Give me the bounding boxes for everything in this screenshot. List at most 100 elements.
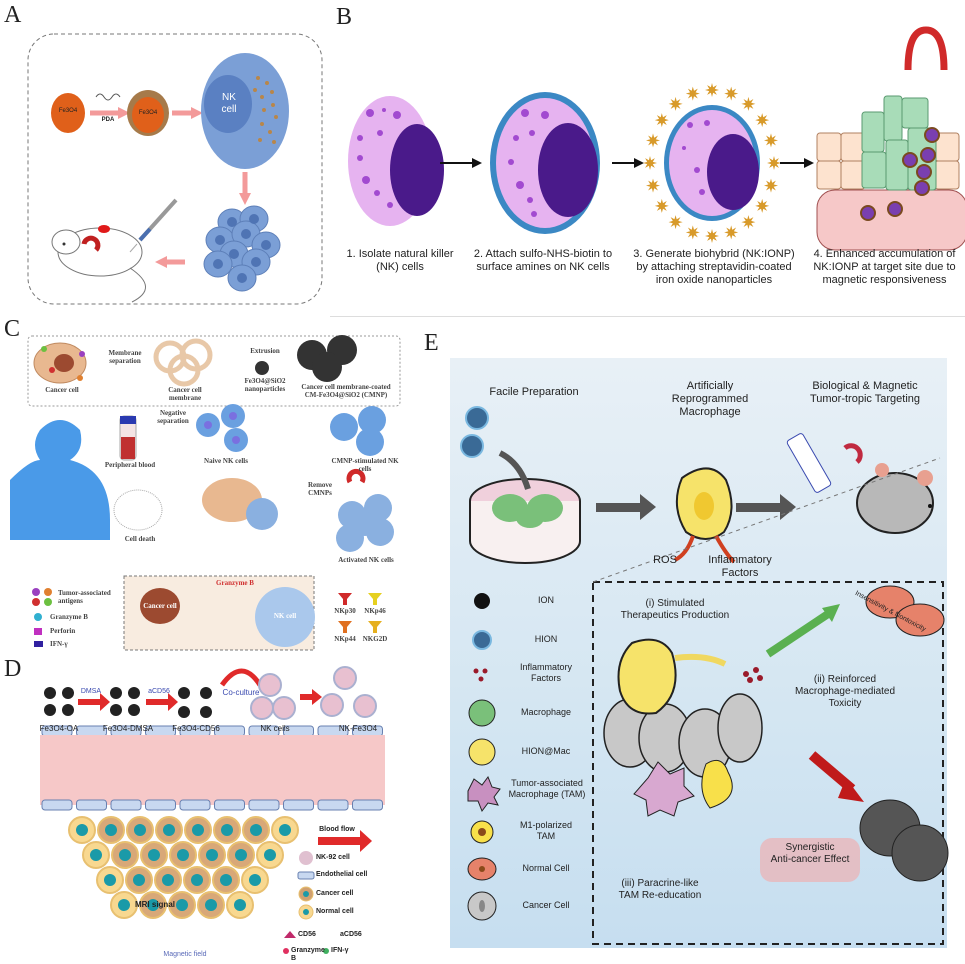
panel-e: Facile Preparation Artificially Reprogra…	[450, 358, 949, 948]
nanoparticle-star	[764, 133, 778, 148]
d-endothelial-bottom	[41, 799, 383, 811]
nanoparticle-star	[767, 156, 781, 170]
c-label-extrusion: Extrusion	[250, 347, 280, 355]
e-normal-cells	[865, 585, 945, 637]
e-legend-hion: HION	[534, 634, 558, 644]
cell-nucleus	[279, 824, 291, 836]
nanoparticle-star	[685, 86, 700, 101]
cell-nucleus	[205, 899, 217, 911]
d-legend-granzyme-icon	[283, 948, 289, 954]
pda-molecule-icon	[95, 93, 121, 101]
d-legend-endo-icon	[297, 871, 315, 880]
e-label-artificially-2: Reprogrammed Macrophage	[671, 393, 749, 419]
b-step4-line1: 4. Enhanced accumulation of	[813, 248, 956, 260]
d-label-nk-fe3o4: NK-Fe3O4	[338, 724, 378, 733]
cell-nucleus	[134, 824, 146, 836]
e-reprogrammed-macrophage	[675, 467, 733, 540]
c-activated-nk-cells	[336, 494, 394, 552]
nanoparticle-star	[685, 225, 700, 240]
nk-cell-cluster	[203, 205, 281, 292]
c-label-peripheral-blood: Peripheral blood	[104, 461, 156, 469]
nanoparticle-star	[755, 198, 770, 213]
iron-oxide-nanoparticles	[643, 83, 781, 243]
e-zoom-line	[592, 457, 941, 583]
nanoparticle-star	[741, 215, 756, 230]
mouse-illustration	[51, 227, 146, 303]
c-legend-ifn: IFN-γ	[50, 640, 68, 648]
b-step2-line2: surface amines on NK cells	[476, 261, 610, 274]
e-legend-tam-2: Macrophage (TAM)	[508, 788, 586, 799]
cell-nucleus	[234, 899, 246, 911]
fe3o4-particle	[51, 93, 85, 133]
b-step1-caption: 1. Isolate natural killer (NK) cells	[340, 248, 460, 274]
panel-b-letter: B	[336, 4, 353, 30]
nanoparticle-star	[705, 83, 719, 97]
cell-nucleus	[177, 849, 189, 861]
tumor-site	[98, 225, 110, 233]
panel-c-figure	[10, 335, 401, 651]
e-legend-cancer: Cancer Cell	[522, 900, 570, 910]
d-legend-cd56: CD56	[298, 931, 316, 938]
c-legend-nkp30: NKp30	[334, 607, 356, 615]
panel-a-dashed-frame	[27, 33, 323, 305]
e-legend-m1: M1-polarized TAM	[506, 820, 586, 842]
e-legend-inflammatory-1: Inflammatory	[519, 662, 572, 672]
b-step4-line3: magnetic responsiveness	[822, 274, 947, 287]
cell-nucleus	[221, 824, 233, 836]
cell-nucleus	[105, 824, 117, 836]
cell-nucleus	[148, 849, 160, 861]
c-label-cancer-cell: Cancer cell	[45, 386, 79, 394]
c-legend-granzyme: Granzyme B	[50, 613, 88, 621]
d-label-nk-cells: NK cells	[260, 724, 290, 733]
magnet-icon	[904, 26, 948, 71]
e-ros-arrows	[674, 535, 736, 564]
e-arrow-into-dish	[498, 450, 531, 490]
d-nanoparticles	[44, 687, 212, 718]
c-naive-nk-cells	[196, 404, 248, 452]
b-step3-line1: 3. Generate biohybrid (NK:IONP)	[633, 248, 795, 260]
panel-e-letter: E	[424, 330, 439, 356]
cell-nucleus	[163, 824, 175, 836]
e-label-inflammatory-2: Factors	[721, 567, 759, 580]
cell-nucleus	[220, 874, 232, 886]
endothelial-cell	[179, 799, 211, 811]
d-nk-cells	[250, 666, 377, 720]
e-label-reinforced-2: Macrophage-mediated	[794, 686, 896, 697]
d-blood-vessel	[40, 735, 385, 805]
e-tam	[633, 761, 695, 817]
e-label-inflammatory: Inflammatory Factors	[700, 554, 780, 580]
endothelial-cell	[76, 799, 107, 811]
nanoparticle-star	[646, 178, 660, 193]
e-label-targeting: Biological & Magnetic Tumor-tropic Targe…	[790, 380, 940, 406]
c-membrane-rings	[153, 338, 213, 387]
c-legend-antigens: Tumor-associated antigens	[58, 589, 111, 605]
e-hion-particles	[460, 406, 489, 458]
nanoparticle-star	[755, 113, 770, 128]
c-interaction-nk	[246, 498, 278, 530]
c-label-negative-separation: Negative separation	[157, 409, 189, 425]
cell-nucleus	[104, 874, 116, 886]
endothelial-cell	[317, 799, 349, 811]
b-step1-line1: 1. Isolate natural killer	[346, 248, 454, 260]
e-label-inflammatory-1: Inflammatory	[708, 554, 772, 566]
panel-a-letter: A	[4, 2, 22, 28]
cell-nucleus	[235, 849, 247, 861]
cell-nucleus	[147, 899, 159, 911]
nk-cell-label-2: cell	[221, 104, 237, 115]
c-legend-icons	[32, 588, 382, 647]
nanoparticle-star	[643, 156, 657, 170]
d-legend-endothelial: Endothelial cell	[316, 871, 368, 878]
c-label-nanoparticles: Fe3O4@SiO2 nanoparticles	[244, 377, 286, 393]
endothelial-cell	[352, 799, 383, 811]
nanoparticle-star	[705, 229, 719, 243]
b-step3-caption: 3. Generate biohybrid (NK:IONP) by attac…	[630, 248, 798, 288]
panel-a-figure	[27, 33, 323, 305]
nanoparticle-star	[668, 96, 683, 111]
panel-a: Fe3O4 Fe3O4 PDA NK cell	[0, 0, 330, 310]
panel-c: Cancer cell Membrane separation Cancer c…	[0, 310, 420, 651]
e-label-ros: ROS	[653, 554, 677, 566]
endothelial-cell	[248, 799, 280, 811]
c-label-zoom-granzyme: Granzyme B	[216, 579, 254, 587]
e-label-artificially-1: Artificially	[686, 380, 734, 392]
e-label-reinforced-3: Toxicity	[828, 698, 862, 709]
